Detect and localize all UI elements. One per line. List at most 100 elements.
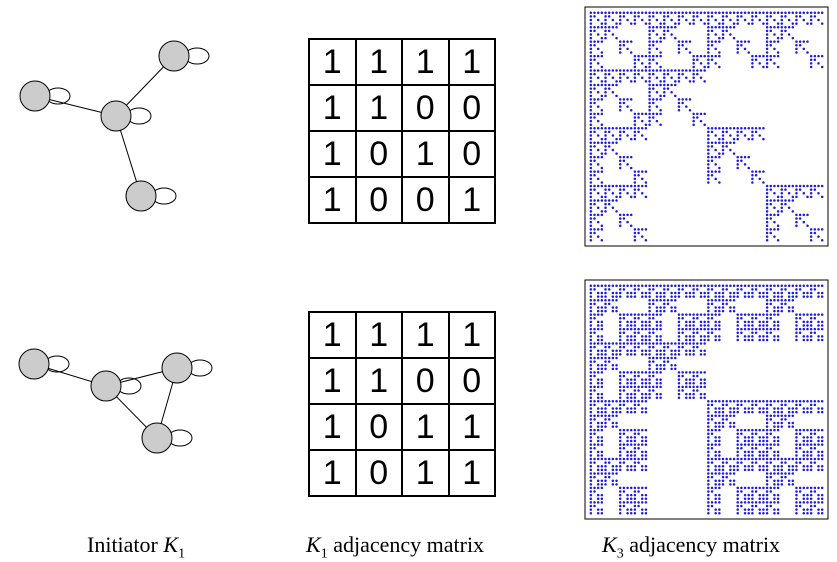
adjacency-dot bbox=[747, 436, 750, 439]
adjacency-dot bbox=[600, 298, 604, 302]
adjacency-dot bbox=[593, 501, 596, 504]
adjacency-dot bbox=[596, 163, 600, 166]
adjacency-dot bbox=[743, 127, 747, 130]
adjacency-dot bbox=[600, 410, 604, 414]
adjacency-dot bbox=[721, 134, 725, 137]
adjacency-dot bbox=[640, 396, 644, 399]
matrix-row: 1 1 0 0 bbox=[308, 84, 496, 132]
adjacency-dot bbox=[600, 199, 604, 202]
adjacency-dot bbox=[685, 378, 688, 381]
adjacency-dot bbox=[618, 342, 622, 345]
matrix-cell: 1 bbox=[308, 38, 357, 86]
adjacency-dot bbox=[736, 428, 739, 432]
adjacency-dot bbox=[633, 116, 637, 119]
adjacency-dot bbox=[747, 508, 750, 511]
adjacency-dot bbox=[820, 501, 824, 504]
adjacency-dot bbox=[604, 363, 607, 367]
adjacency-dot bbox=[648, 313, 651, 316]
adjacency-dot bbox=[607, 302, 611, 306]
adjacency-dot bbox=[740, 504, 743, 508]
adjacency-dot bbox=[765, 195, 769, 199]
adjacency-dot bbox=[747, 443, 750, 446]
adjacency-dot bbox=[806, 327, 809, 331]
adjacency-dot bbox=[652, 25, 655, 29]
adjacency-dot bbox=[644, 69, 648, 72]
adjacency-dot bbox=[747, 465, 750, 468]
adjacency-dot bbox=[769, 188, 773, 191]
adjacency-dot bbox=[589, 231, 593, 235]
adjacency-dot bbox=[596, 291, 600, 295]
adjacency-dot bbox=[633, 184, 637, 188]
adjacency-dot bbox=[618, 403, 622, 407]
adjacency-dot bbox=[589, 378, 593, 381]
adjacency-dot bbox=[762, 511, 765, 515]
adjacency-dot bbox=[622, 403, 626, 407]
caption-symbol: K bbox=[306, 532, 321, 557]
adjacency-dot bbox=[629, 313, 633, 316]
adjacency-dot bbox=[604, 22, 607, 25]
adjacency-dot bbox=[640, 170, 644, 173]
adjacency-dot bbox=[618, 371, 622, 374]
adjacency-dot bbox=[629, 320, 633, 324]
adjacency-dot bbox=[626, 454, 629, 457]
adjacency-dot bbox=[707, 400, 710, 403]
adjacency-dot bbox=[637, 486, 640, 490]
adjacency-dot bbox=[707, 490, 710, 493]
adjacency-dot bbox=[663, 360, 666, 363]
adjacency-dot bbox=[633, 80, 637, 83]
adjacency-dot bbox=[776, 306, 780, 309]
adjacency-dot bbox=[809, 195, 813, 199]
adjacency-dot bbox=[798, 213, 802, 217]
adjacency-dot bbox=[795, 51, 798, 54]
adjacency-dot bbox=[596, 69, 600, 72]
adjacency-dot bbox=[685, 382, 688, 385]
adjacency-dot bbox=[640, 400, 644, 403]
adjacency-dot bbox=[633, 490, 637, 493]
adjacency-dot bbox=[817, 501, 820, 504]
matrix-cell: 1 bbox=[401, 38, 450, 86]
adjacency-dot bbox=[765, 224, 769, 228]
adjacency-dot bbox=[670, 284, 673, 288]
adjacency-dot bbox=[795, 436, 798, 439]
adjacency-dot bbox=[670, 18, 673, 22]
adjacency-dot bbox=[714, 18, 717, 22]
adjacency-dot bbox=[762, 493, 765, 497]
adjacency-dot bbox=[747, 457, 750, 461]
adjacency-dot bbox=[611, 25, 615, 29]
adjacency-dot bbox=[773, 454, 776, 457]
adjacency-dot bbox=[666, 69, 670, 72]
adjacency-dot bbox=[629, 468, 633, 472]
adjacency-dot bbox=[648, 327, 651, 331]
adjacency-dot bbox=[718, 443, 721, 446]
adjacency-dot bbox=[626, 40, 629, 43]
adjacency-dot bbox=[813, 446, 817, 450]
adjacency-dot bbox=[732, 483, 736, 486]
adjacency-dot bbox=[751, 335, 754, 338]
adjacency-dot bbox=[589, 188, 593, 191]
adjacency-dot bbox=[714, 163, 717, 166]
adjacency-dot bbox=[611, 410, 615, 414]
adjacency-dot bbox=[802, 192, 806, 195]
adjacency-dot bbox=[743, 134, 747, 137]
matrix-cell: 0 bbox=[354, 449, 403, 497]
adjacency-dot bbox=[784, 199, 787, 202]
adjacency-dot bbox=[707, 40, 710, 43]
adjacency-dot bbox=[659, 349, 662, 353]
adjacency-dot bbox=[589, 15, 593, 18]
adjacency-dot bbox=[813, 504, 817, 508]
adjacency-dot bbox=[817, 338, 820, 342]
adjacency-dot bbox=[791, 457, 795, 461]
adjacency-dot bbox=[751, 432, 754, 436]
adjacency-dot bbox=[596, 436, 600, 439]
adjacency-dot bbox=[659, 392, 662, 396]
adjacency-dot bbox=[652, 87, 655, 90]
adjacency-dot bbox=[640, 436, 644, 439]
adjacency-dot bbox=[633, 195, 637, 199]
adjacency-dot bbox=[809, 446, 813, 450]
adjacency-dot bbox=[773, 184, 776, 188]
adjacency-dot bbox=[589, 353, 593, 356]
adjacency-dot bbox=[615, 36, 618, 40]
adjacency-dot bbox=[607, 342, 611, 345]
adjacency-dot bbox=[809, 504, 813, 508]
adjacency-dot bbox=[765, 65, 769, 69]
